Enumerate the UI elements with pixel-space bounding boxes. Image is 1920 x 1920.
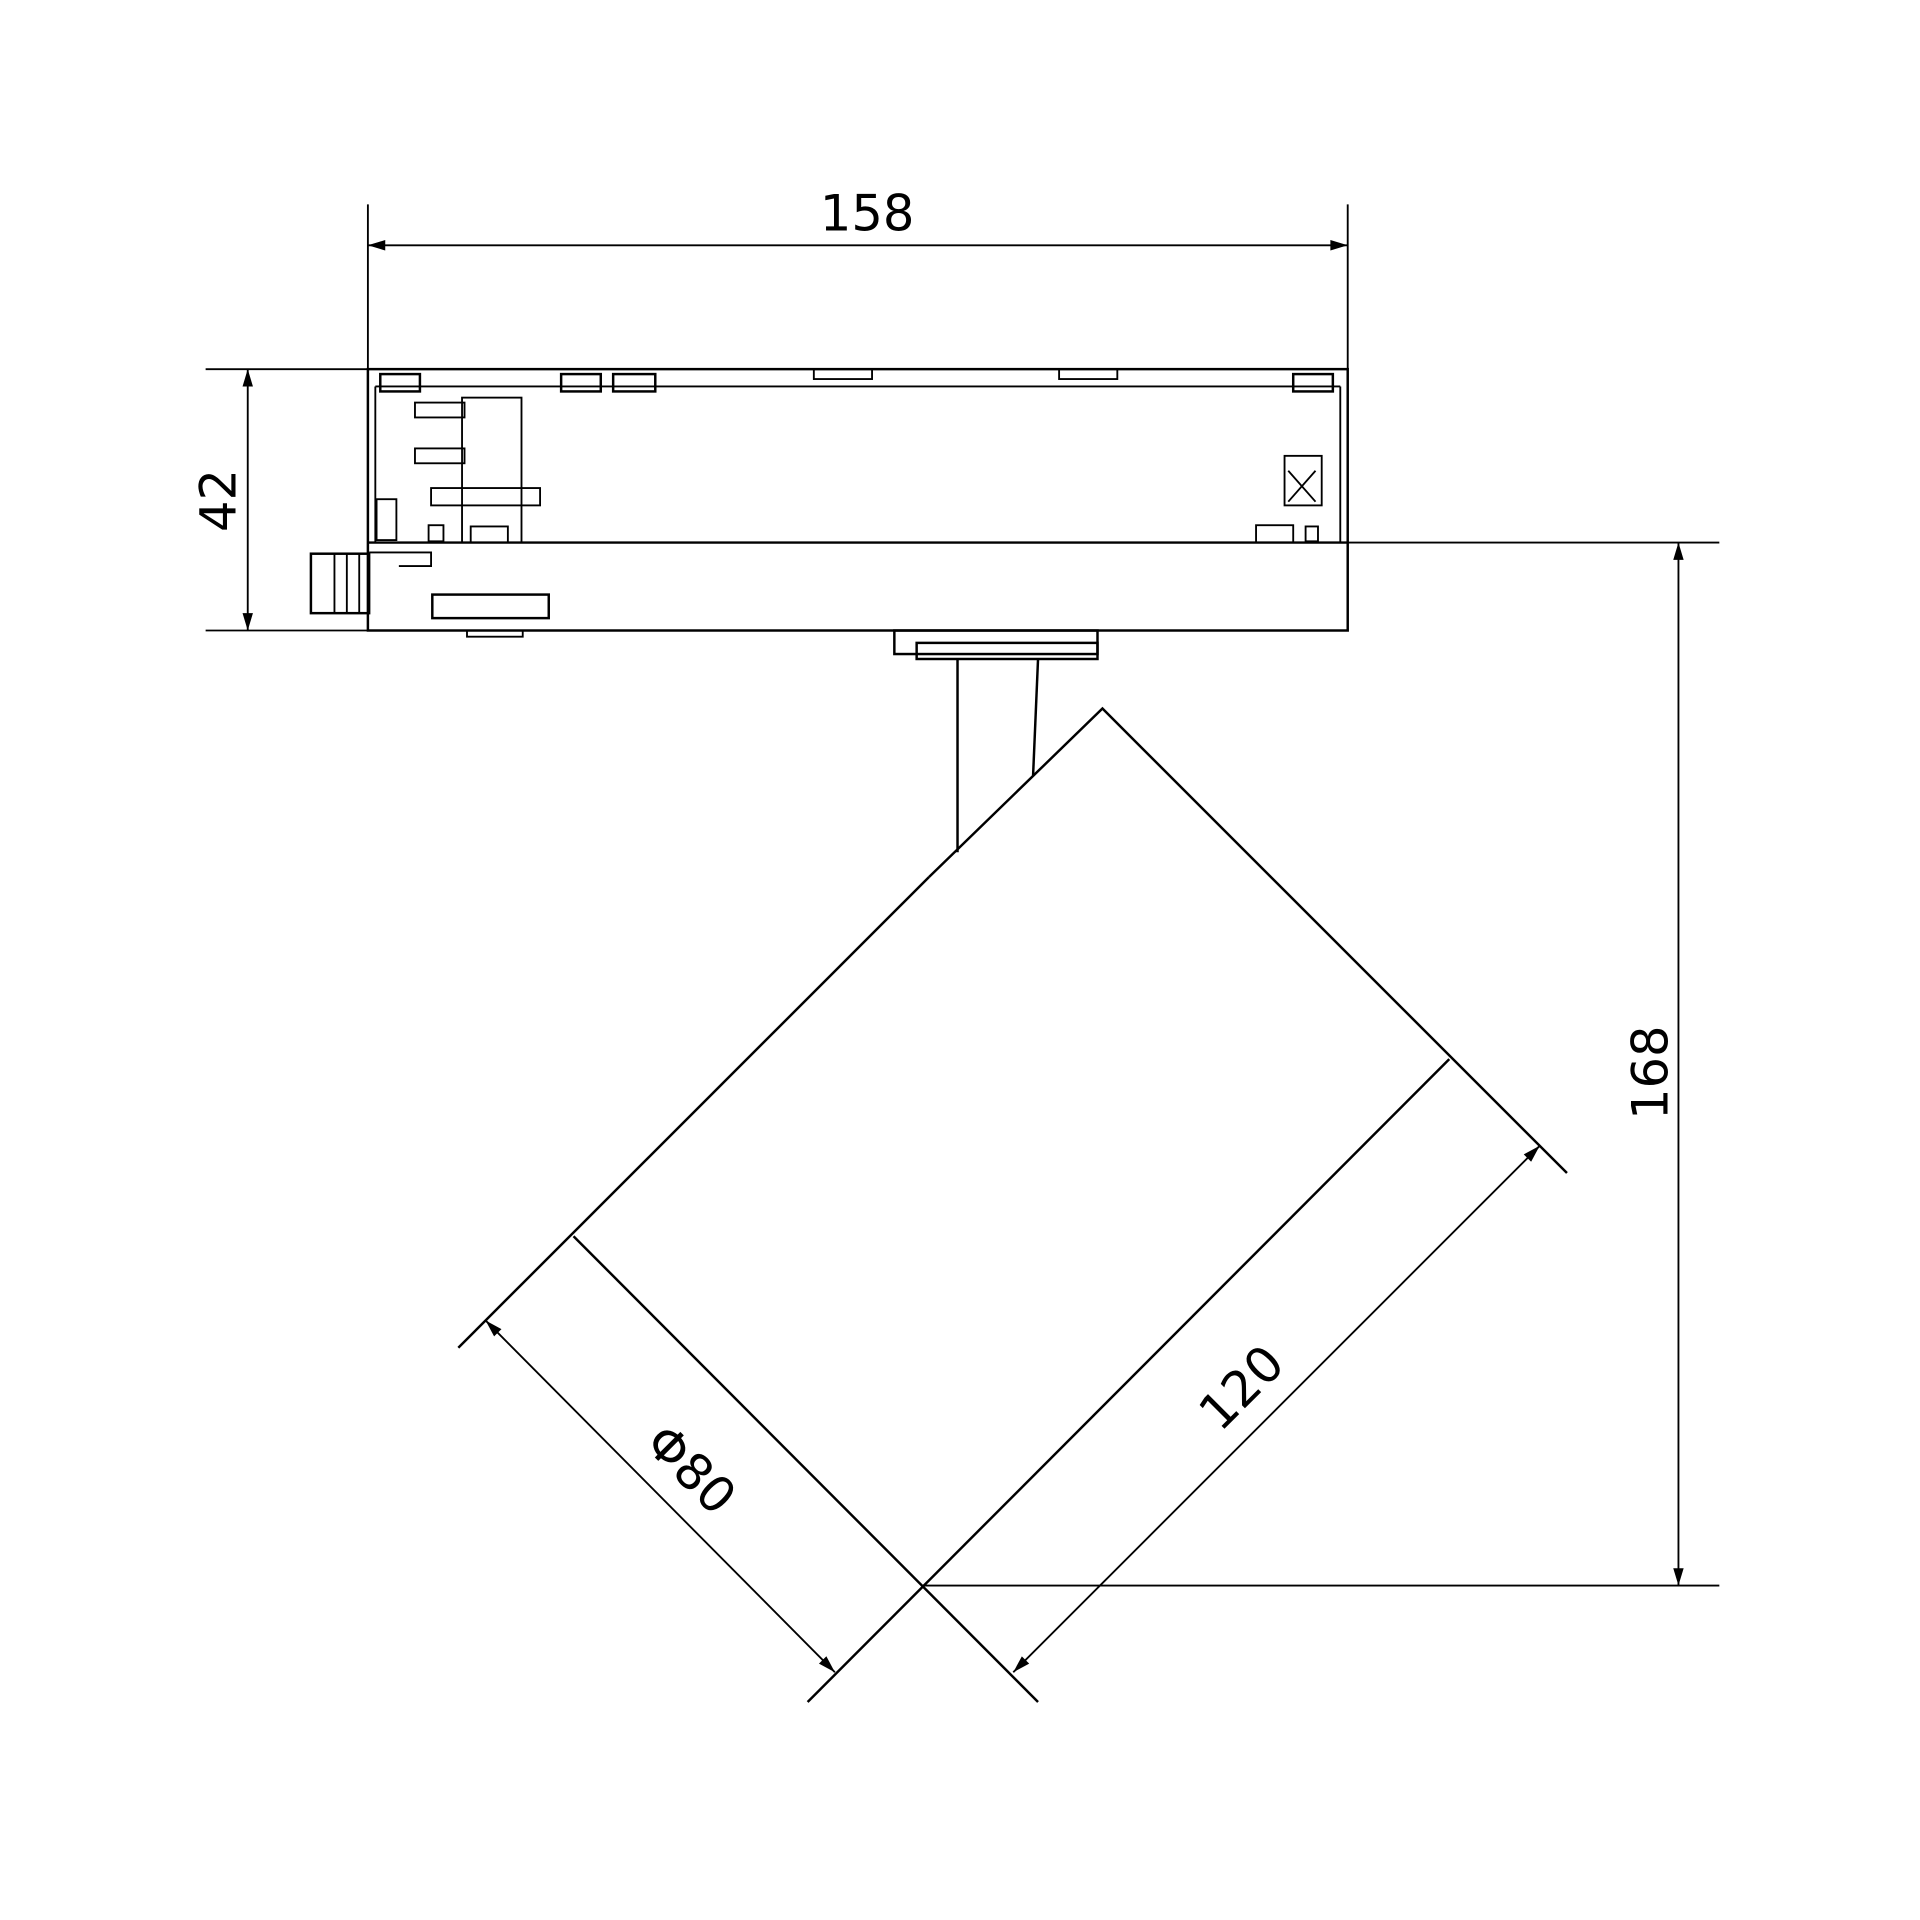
adapter-height-label: 42 — [189, 469, 247, 532]
diameter-label: Φ80 — [634, 1413, 747, 1526]
dimension-width: 158 — [366, 184, 1349, 370]
mount-stem — [893, 629, 1099, 853]
track-adapter — [309, 367, 1349, 638]
width-label: 158 — [820, 184, 915, 242]
length-label: 120 — [1188, 1334, 1296, 1442]
dimension-total-height: 168 — [922, 541, 1720, 1587]
dimension-diameter: Φ80 — [484, 1319, 836, 1673]
spot-head — [457, 706, 1568, 1703]
total-height-label: 168 — [1621, 1025, 1679, 1120]
dimension-length: 120 — [1012, 1145, 1541, 1673]
dimension-adapter-height: 42 — [189, 368, 368, 632]
